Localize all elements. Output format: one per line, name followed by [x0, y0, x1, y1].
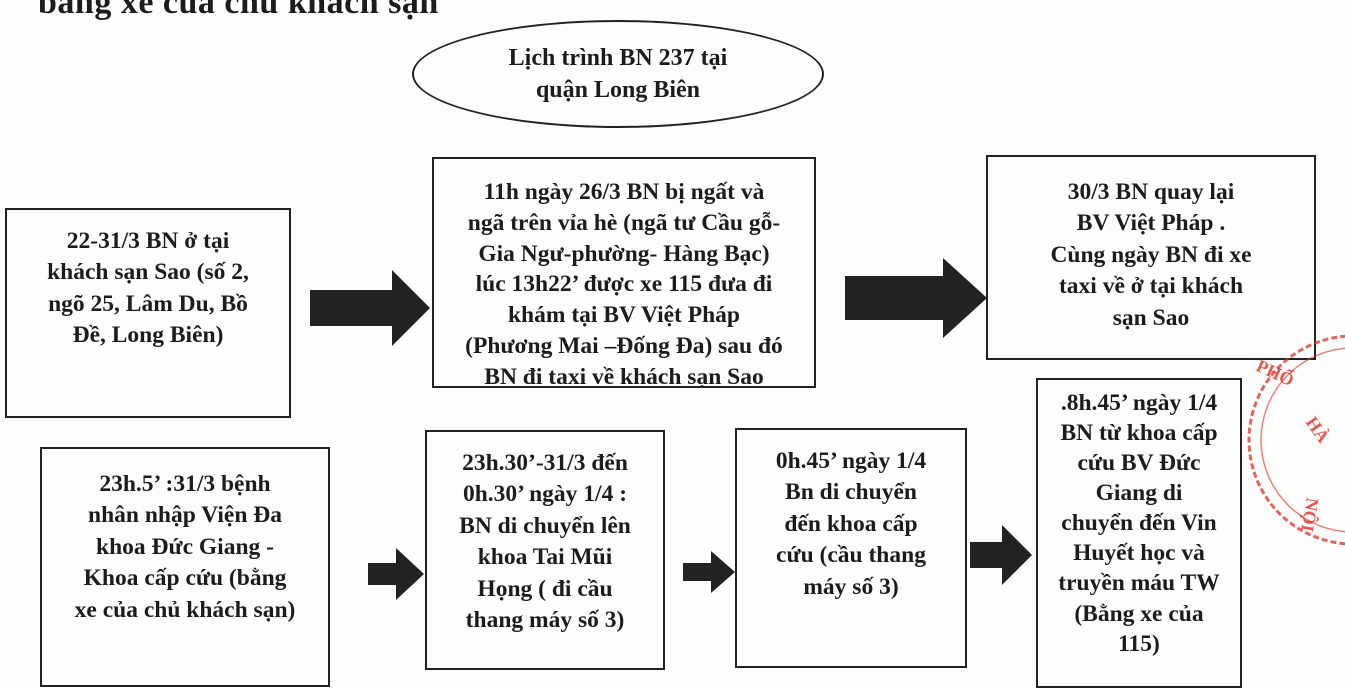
- step-text: 23h.5’ :31/3 bệnh nhân nhập Viện Đa khoa…: [74, 471, 296, 623]
- step-text: 23h.30’-31/3 đến 0h.30’ ngày 1/4 : BN di…: [459, 450, 631, 634]
- svg-text:NỘI: NỘI: [1297, 496, 1324, 533]
- step-box-hotel-stay: 22-31/3 BN ở tại khách sạn Sao (số 2, ng…: [5, 208, 291, 418]
- diagram-title: Lịch trình BN 237 tại quận Long Biên: [508, 44, 728, 103]
- flow-arrow-icon: [970, 525, 1032, 585]
- page-heading: bằng xe của chủ khách sạn: [38, 0, 439, 21]
- step-text: 30/3 BN quay lại BV Việt Pháp . Cùng ngà…: [1050, 179, 1252, 331]
- flow-arrow-icon: [845, 258, 987, 338]
- step-text: 0h.45’ ngày 1/4 Bn di chuyển đến khoa cấ…: [775, 448, 927, 600]
- step-box-emergency-return: 0h.45’ ngày 1/4 Bn di chuyển đến khoa cấ…: [735, 428, 967, 668]
- step-text: .8h.45’ ngày 1/4 BN từ khoa cấp cứu BV Đ…: [1058, 390, 1220, 657]
- step-box-hematology-transfer: .8h.45’ ngày 1/4 BN từ khoa cấp cứu BV Đ…: [1036, 378, 1242, 688]
- step-text: 11h ngày 26/3 BN bị ngất và ngã trên vỉa…: [465, 179, 783, 388]
- step-text: 22-31/3 BN ở tại khách sạn Sao (số 2, ng…: [47, 228, 249, 349]
- step-box-admission: 23h.5’ :31/3 bệnh nhân nhập Viện Đa khoa…: [40, 447, 330, 687]
- flow-arrow-icon: [368, 548, 424, 600]
- title-ellipse: Lịch trình BN 237 tại quận Long Biên: [412, 20, 824, 128]
- step-box-fainting-incident: 11h ngày 26/3 BN bị ngất và ngã trên vỉa…: [432, 157, 816, 388]
- red-seal-icon: PHỐ HÀ NỘI: [1247, 334, 1345, 546]
- svg-text:HÀ: HÀ: [1302, 412, 1335, 446]
- step-box-return-hospital: 30/3 BN quay lại BV Việt Pháp . Cùng ngà…: [986, 155, 1316, 360]
- step-box-ent-ward: 23h.30’-31/3 đến 0h.30’ ngày 1/4 : BN di…: [425, 430, 665, 670]
- svg-text:PHỐ: PHỐ: [1253, 355, 1297, 391]
- flow-arrow-icon: [683, 551, 735, 593]
- flow-arrow-icon: [310, 270, 430, 346]
